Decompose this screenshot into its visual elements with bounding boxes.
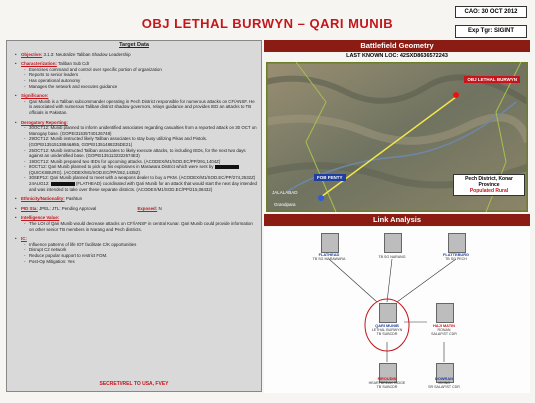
link-lines [328,258,457,362]
characterization-item: Has operational autonomy [11,78,257,84]
redaction-bar [50,181,75,187]
characterization-section: Characterization: Taliban Sub Cdr Exerci… [11,61,257,89]
pech-title: Pech District, Konar Province [465,176,513,188]
reporting-item: 30OCT12: Munib planned to inform unident… [11,125,257,136]
map-label-jalalabad: JALALABAD [272,190,298,195]
reporting-item: 25OCT12: Munib instructed Taliban associ… [11,148,257,159]
redaction-bar [214,164,239,170]
significance-label: Significance: [21,93,49,99]
ic-item: Reduce popular support to restrict FOM. [11,253,257,259]
exposed-value: N [158,205,162,211]
reporting-item: 29OCT12: Munib instructed likely Taliban… [11,136,257,147]
objective-text: 3.1.3: Neutralize Taliban Shadow Leaders… [43,51,131,57]
node-narang-photo [384,233,402,253]
pid-value: JPEL: JTL: Pending Approval [39,205,97,211]
effects-section: Intelligence Value: The LOI of Qari Muni… [11,215,257,232]
reporting-section: Derogatory Reporting: 30OCT12: Munib pla… [11,120,257,193]
reporting-item: 8OCT12: Qari Munib planned to pick up hi… [11,164,257,175]
page-title: OBJ LETHAL BURWYN – QARI MUNIB [141,16,394,31]
classification-marking: SECRET//REL TO USA, FVEY [99,381,169,388]
node-narang: TB SG NARANG [378,255,406,259]
node-flathead-photo [321,233,339,253]
node-haji-matin-photo [436,303,454,323]
battlefield-map[interactable]: OBJ LETHAL BURWYN FOB FENTY JALALABAD Gr… [266,62,528,212]
objective-label: Objective: [21,51,43,57]
reporting-item: 30SEP12: Qari Munib planned to meet with… [11,175,257,192]
significance-text: Qari Munib is a Taliban subcommander ope… [11,99,257,116]
reporting-label: Derogatory Reporting: [21,119,68,125]
fob-tag: FOB FENTY [314,174,346,181]
pid-label: PID Sta: [21,205,38,211]
exposed-label: Exposed: [137,205,158,211]
ic-item: Influence patterns of life IOT facilitat… [11,242,257,248]
battlefield-heading: Battlefield Geometry [264,40,530,52]
objective-section: Objective: 3.1.3: Neutralize Taliban Sha… [11,52,257,58]
exp-tgr-box: Exp Tgr: SIGINT [455,25,527,38]
target-data-heading: Target Data [119,42,149,48]
characterization-item: Exercises command and control over speci… [11,67,257,73]
characterization-item: Manages the network and executes guidanc… [11,84,257,90]
characterization-item: Reports to senior leaders [11,72,257,78]
characterization-text: Taliban Sub Cdr [58,61,90,67]
effects-text: The LOI of Qari Munib would decrease att… [11,221,257,232]
reporting-item: 19OCT12: Munib prepared two IEDs for upc… [11,159,257,165]
link-analysis-heading: Link Analysis [264,214,530,226]
characterization-label: Characterization: [21,61,57,67]
last-known-loc: LAST KNOWN LOC: 42SXD8636572243 [346,53,448,59]
node-qari-munib-photo [379,303,397,323]
pid-section: PID Sta: JPEL: JTL: Pending Approval Exp… [11,206,257,212]
ethnicity-value: Pashtun [65,196,83,202]
pech-district-box: Pech District, Konar Province Populated … [453,174,525,196]
target-data-panel: Target Data Objective: 3.1.3: Neutralize… [6,40,262,392]
ethnicity-section: Ethnicity/Nationality: Pashtun [11,196,257,202]
effects-label: Intelligence Value: [21,215,60,221]
pech-sub: Populated Rural [469,188,509,194]
node-dowran-photo [436,363,454,383]
ethnicity-label: Ethnicity/Nationality: [21,196,65,202]
cao-date-box: CAO: 30 OCT 2012 [455,6,527,18]
ic-item: Disrupt C2 network [11,247,257,253]
ic-label: IC: [21,236,27,242]
target-tag: OBJ LETHAL BURWYN [464,76,520,83]
ic-section: IC: Influence patterns of life IOT facil… [11,236,257,264]
node-flatteburg-photo [448,233,466,253]
map-label-grandpara: Grandpara [274,202,296,207]
ic-item: Post-Op Mitigation: Yes [11,259,257,265]
node-firoudin-photo [379,363,397,383]
significance-section: Significance: Qari Munib is a Taliban su… [11,93,257,115]
